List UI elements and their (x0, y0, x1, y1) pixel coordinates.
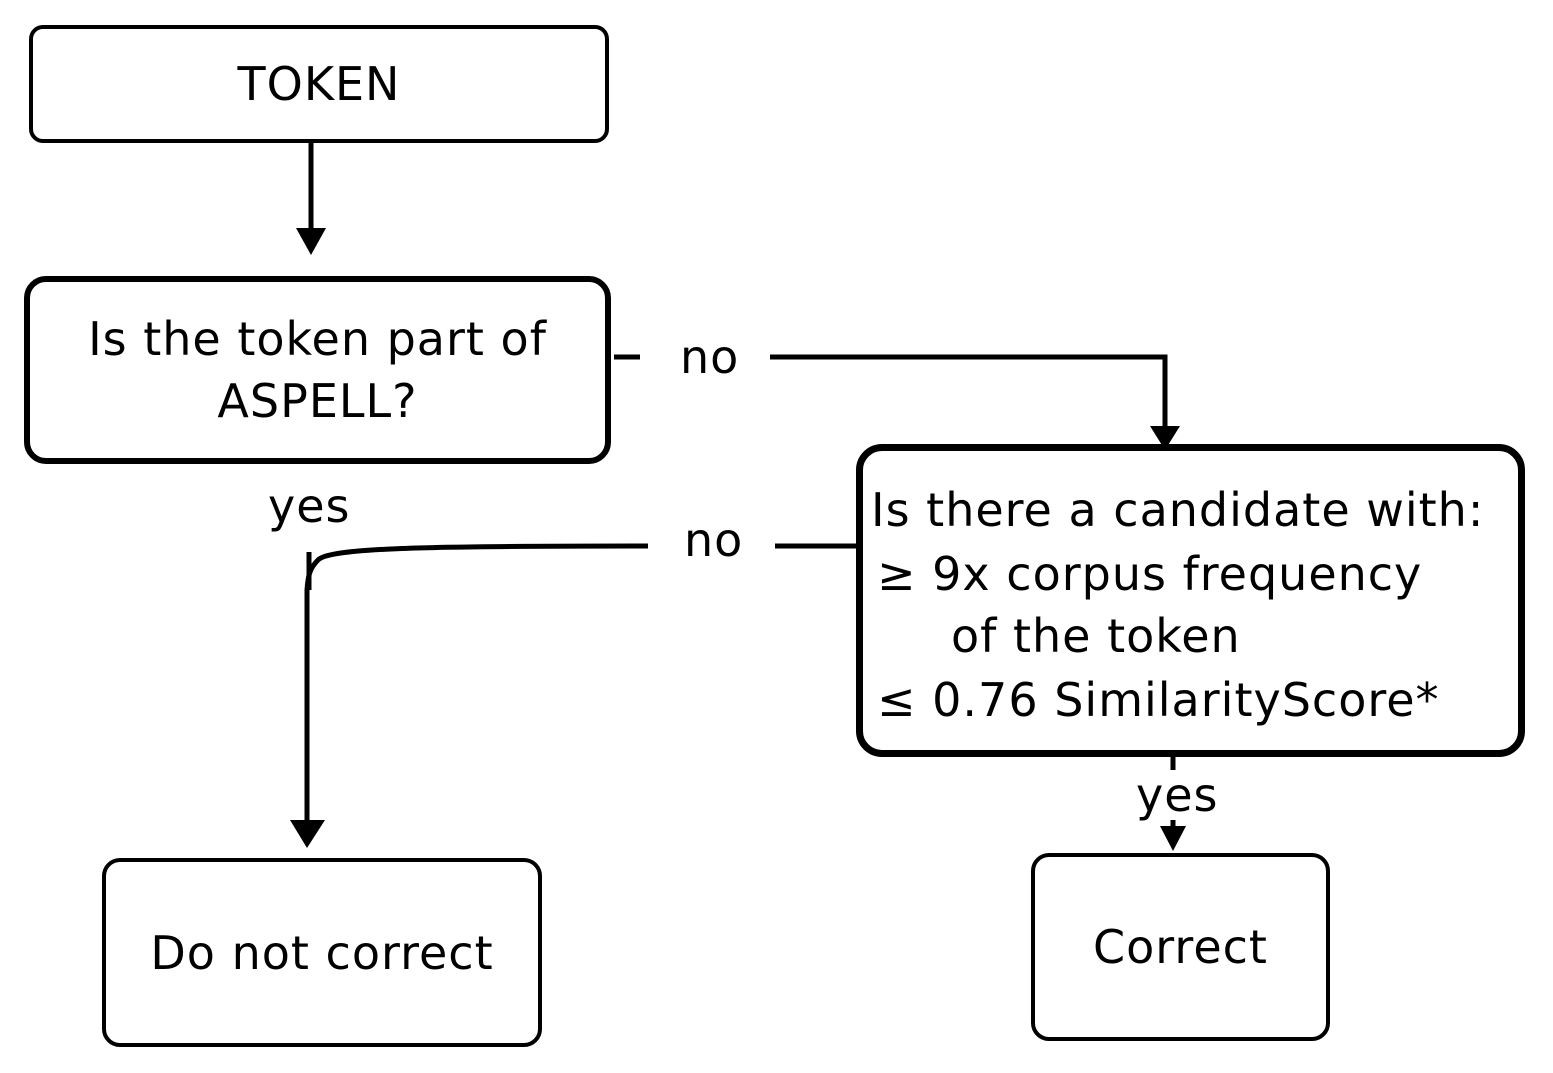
candidate-question-line1: Is there a candidate with: (871, 483, 1485, 537)
do-not-correct-node: Do not correct (102, 858, 542, 1047)
edge-label-candidate-no: no (684, 513, 744, 567)
correct-label: Correct (1093, 920, 1268, 974)
candidate-question-line2: ≥ 9x corpus frequency (877, 547, 1423, 601)
token-label: TOKEN (237, 57, 401, 111)
arrowhead-to-do-not-correct (290, 820, 325, 848)
arrowhead-aspell-no-to-candidate (1150, 426, 1180, 450)
edge-label-aspell-yes: yes (268, 479, 351, 533)
edge-label-candidate-yes: yes (1136, 768, 1219, 822)
candidate-question-line4: ≤ 0.76 SimilarityScore* (877, 673, 1440, 727)
arrow-aspell-no-to-candidate (770, 354, 1168, 430)
arrowhead-token-to-aspell (296, 228, 326, 255)
candidate-question-line3: of the token (951, 609, 1241, 663)
aspell-question-line2: ASPELL? (217, 374, 418, 428)
arrowhead-to-correct (1160, 826, 1186, 851)
token-node: TOKEN (29, 25, 609, 143)
aspell-question-node: Is the token part of ASPELL? (24, 276, 611, 464)
candidate-question-node: Is there a candidate with: ≥ 9x corpus f… (856, 444, 1525, 757)
arrow-candidate-no-to-do-not-correct (304, 543, 649, 825)
correct-node: Correct (1031, 853, 1330, 1041)
edge-label-aspell-no: no (680, 330, 740, 384)
aspell-question-line1: Is the token part of (88, 312, 547, 366)
do-not-correct-label: Do not correct (150, 925, 494, 980)
